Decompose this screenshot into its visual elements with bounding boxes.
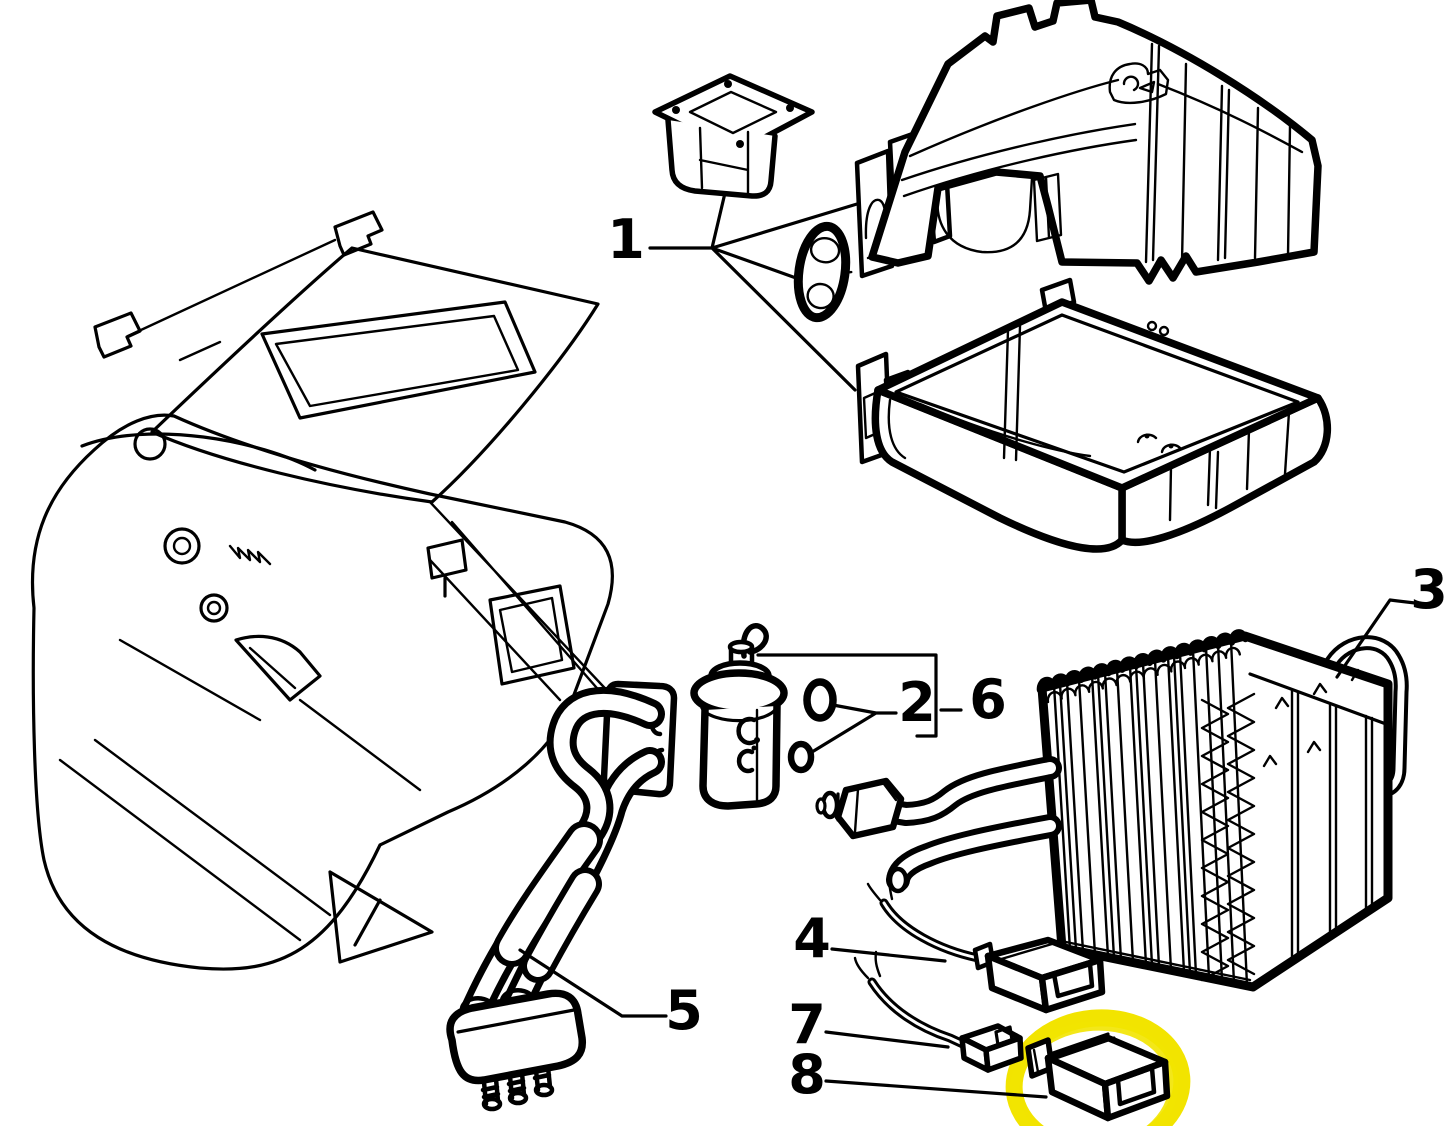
refrigerant-pipe-assembly: [446, 680, 678, 1112]
evaporator-fins: [1052, 639, 1249, 987]
callout-2-label: 2: [898, 671, 936, 734]
pipe-hex-fitting: [834, 777, 905, 840]
callout-1-leader-lines: [648, 174, 859, 392]
upper-housing-cover: [854, 0, 1322, 285]
callout-2-leader-lines: [810, 703, 898, 754]
callout-labels: 1 2 3 4 5 6 7 8: [607, 208, 1445, 1106]
callout-3-leader-line: [1335, 598, 1417, 679]
callout-6-label: 6: [969, 668, 1007, 731]
callout-8-leader-line: [824, 1079, 1048, 1099]
lower-housing-tray: [855, 277, 1332, 553]
callout-3-label: 3: [1410, 558, 1445, 621]
callout-5-leader-line: [518, 948, 668, 1018]
expansion-valve: [690, 623, 788, 810]
callout-6-bracket: [756, 653, 963, 738]
wiring-lead-connector: [853, 950, 1024, 1073]
callout-8-label: 8: [788, 1043, 826, 1106]
callout-1-label: 1: [607, 208, 645, 271]
relay-module: [1025, 1032, 1171, 1122]
o-ring-seals: [787, 678, 837, 774]
callout-7-label: 7: [788, 993, 826, 1056]
callout-4-leader-line: [830, 947, 947, 963]
heater-unit-illustration: [30, 210, 632, 971]
callout-4-label: 4: [793, 907, 831, 970]
air-duct-flange: [652, 73, 815, 199]
evaporator-pipes: [815, 756, 1062, 894]
highlight-marker: [1005, 1009, 1191, 1126]
callout-5-label: 5: [665, 979, 703, 1042]
evaporator-crosshatch: [1200, 692, 1256, 982]
thermostat-cable-connector: [866, 876, 1106, 1014]
grommet: [793, 221, 853, 323]
callout-7-leader-line: [824, 1030, 950, 1049]
pipe-block-studs: [480, 1064, 555, 1112]
